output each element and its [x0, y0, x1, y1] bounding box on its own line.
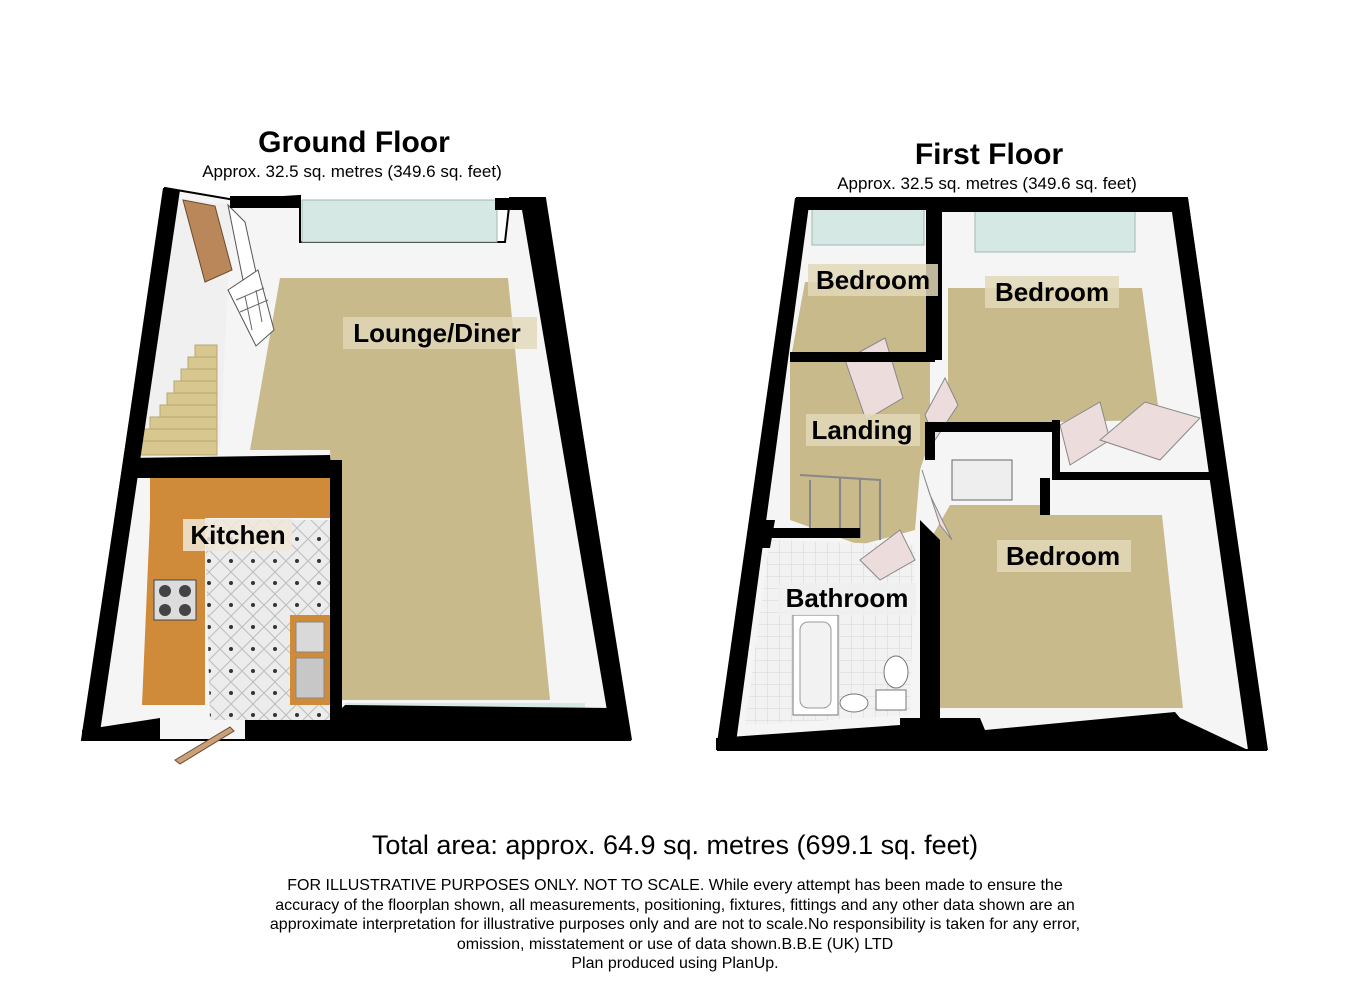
room-label-bedroom-small: Bedroom — [816, 265, 930, 295]
lounge-window — [301, 199, 498, 243]
ground-floor-area: Approx. 32.5 sq. metres (349.6 sq. feet) — [202, 162, 502, 181]
internal-doors — [844, 337, 1201, 581]
glazed-door — [227, 203, 275, 347]
kitchen-worktop-top — [150, 478, 335, 518]
ground-walls — [82, 188, 632, 740]
airing-cupboard — [951, 459, 1013, 501]
hob-icon — [153, 579, 197, 621]
disclaimer-line: omission, misstatement or use of data sh… — [456, 935, 894, 953]
ground-floor-plan — [80, 186, 632, 765]
basin-icon — [839, 693, 869, 713]
staircase — [127, 344, 218, 456]
disclaimer-line: approximate interpretation for illustrat… — [269, 916, 1081, 933]
first-floor-title: First Floor — [915, 138, 1064, 171]
ground-floor-title: Ground Floor — [258, 126, 450, 159]
bedroom-small-floor — [792, 282, 930, 352]
kitchen-partition-wall — [122, 455, 332, 478]
disclaimer-line: Plan produced using PlanUp. — [571, 955, 779, 972]
back-door — [174, 726, 235, 765]
landing-floor — [790, 360, 930, 545]
first-floor-plan — [716, 197, 1268, 751]
room-label-bedroom-rear: Bedroom — [1006, 541, 1120, 571]
first-walls — [716, 198, 1268, 750]
toilet-icon — [875, 655, 909, 711]
bedroom-rear-floor — [930, 505, 1183, 708]
bedroom-front-window — [974, 209, 1136, 253]
room-label-kitchen: Kitchen — [190, 520, 285, 550]
front-door — [182, 199, 233, 283]
lounge-diner-floor — [250, 278, 550, 700]
bedroom-front-floor — [948, 288, 1160, 430]
stair-rail — [799, 474, 881, 540]
floorplan-diagram: Ground Floor Approx. 32.5 sq. metres (34… — [80, 126, 1268, 765]
sink-icon — [290, 615, 330, 705]
total-area-text: Total area: approx. 64.9 sq. metres (699… — [371, 830, 979, 860]
disclaimer-line: accuracy of the floorplan shown, all mea… — [275, 896, 1075, 914]
disclaimer-line: FOR ILLUSTRATIVE PURPOSES ONLY. NOT TO S… — [287, 877, 1063, 894]
bedroom-small-window — [811, 204, 925, 246]
room-label-bedroom-front: Bedroom — [995, 277, 1109, 307]
bath-icon — [792, 614, 839, 716]
room-label-landing: Landing — [811, 415, 912, 445]
disclaimer-text: FOR ILLUSTRATIVE PURPOSES ONLY. NOT TO S… — [0, 876, 1350, 974]
room-label-bathroom: Bathroom — [786, 583, 909, 613]
first-floor-area: Approx. 32.5 sq. metres (349.6 sq. feet) — [837, 174, 1137, 193]
room-label-lounge: Lounge/Diner — [353, 318, 521, 348]
